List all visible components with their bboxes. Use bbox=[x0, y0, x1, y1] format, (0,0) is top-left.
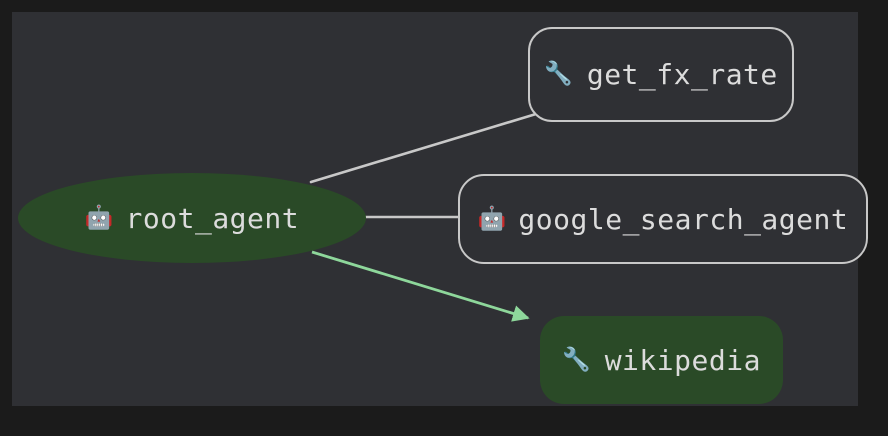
graph-node-root-agent[interactable]: 🤖 root_agent bbox=[18, 173, 366, 263]
graph-node-label: get_fx_rate bbox=[586, 58, 778, 91]
robot-icon: 🤖 bbox=[84, 204, 114, 231]
graph-node-label: google_search_agent bbox=[518, 202, 849, 236]
graph-node-get-fx-rate[interactable]: 🔧 get_fx_rate bbox=[528, 27, 794, 122]
robot-icon: 🤖 bbox=[477, 205, 507, 232]
graph-node-wikipedia[interactable]: 🔧 wikipedia bbox=[540, 316, 783, 404]
wrench-icon: 🔧 bbox=[562, 346, 591, 373]
wrench-icon: 🔧 bbox=[544, 61, 573, 87]
graph-node-label: root_agent bbox=[125, 201, 300, 235]
graph-node-google-search-agent[interactable]: 🤖 google_search_agent bbox=[458, 174, 868, 264]
graph-node-label: wikipedia bbox=[604, 343, 761, 377]
